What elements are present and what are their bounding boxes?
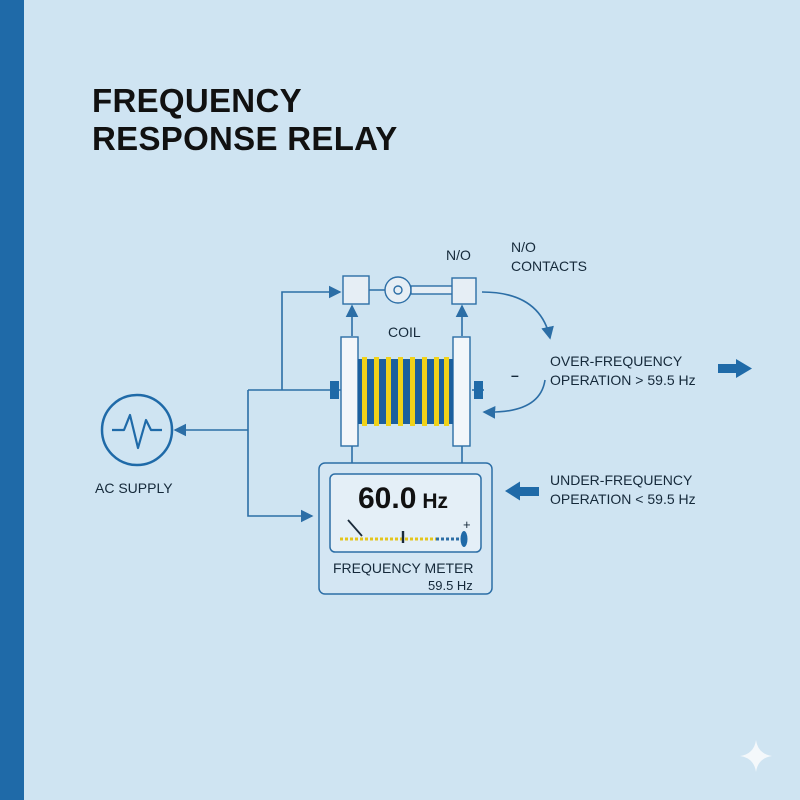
title-line-2: RESPONSE RELAY xyxy=(92,120,398,157)
scale-end-marker xyxy=(460,531,468,547)
no-contacts-label: N/O CONTACTS xyxy=(511,239,587,274)
arrow-right-icon xyxy=(718,359,752,378)
plus-sign: + xyxy=(463,517,471,532)
left-accent-bar xyxy=(0,0,24,800)
fixed-contact-box xyxy=(342,275,370,305)
minus-sign: – xyxy=(511,367,519,383)
left-post xyxy=(340,336,359,447)
over-frequency-label: OVER-FREQUENCY OPERATION > 59.5 Hz xyxy=(550,353,696,388)
coil-winding xyxy=(362,357,449,426)
ac-sine-icon xyxy=(100,393,174,467)
left-terminal xyxy=(330,381,339,399)
meter-display xyxy=(329,473,482,553)
meter-name-label: FREQUENCY METER xyxy=(333,560,474,576)
right-post xyxy=(452,336,471,447)
pivot-circle xyxy=(384,276,412,304)
meter-unit: Hz xyxy=(422,490,449,513)
under-frequency-label: UNDER-FREQUENCY OPERATION < 59.5 Hz xyxy=(550,472,696,507)
page-title: FREQUENCY RESPONSE RELAY xyxy=(92,82,398,158)
meter-value: 60.0 xyxy=(358,482,417,515)
coil-label: COIL xyxy=(388,324,421,340)
no-contact-box xyxy=(451,277,477,305)
contact-assembly xyxy=(342,275,477,305)
meter-setpoint-label: 59.5 Hz xyxy=(428,578,473,593)
frequency-meter xyxy=(318,462,493,595)
no-contact-label: N/O xyxy=(446,247,471,263)
coil-assembly xyxy=(330,336,483,447)
arrow-left-icon xyxy=(505,481,539,501)
ac-supply-label: AC SUPPLY xyxy=(95,480,173,496)
meter-needle xyxy=(347,519,363,537)
right-terminal xyxy=(474,381,483,399)
sparkle-icon xyxy=(740,740,772,772)
title-line-1: FREQUENCY xyxy=(92,82,302,119)
